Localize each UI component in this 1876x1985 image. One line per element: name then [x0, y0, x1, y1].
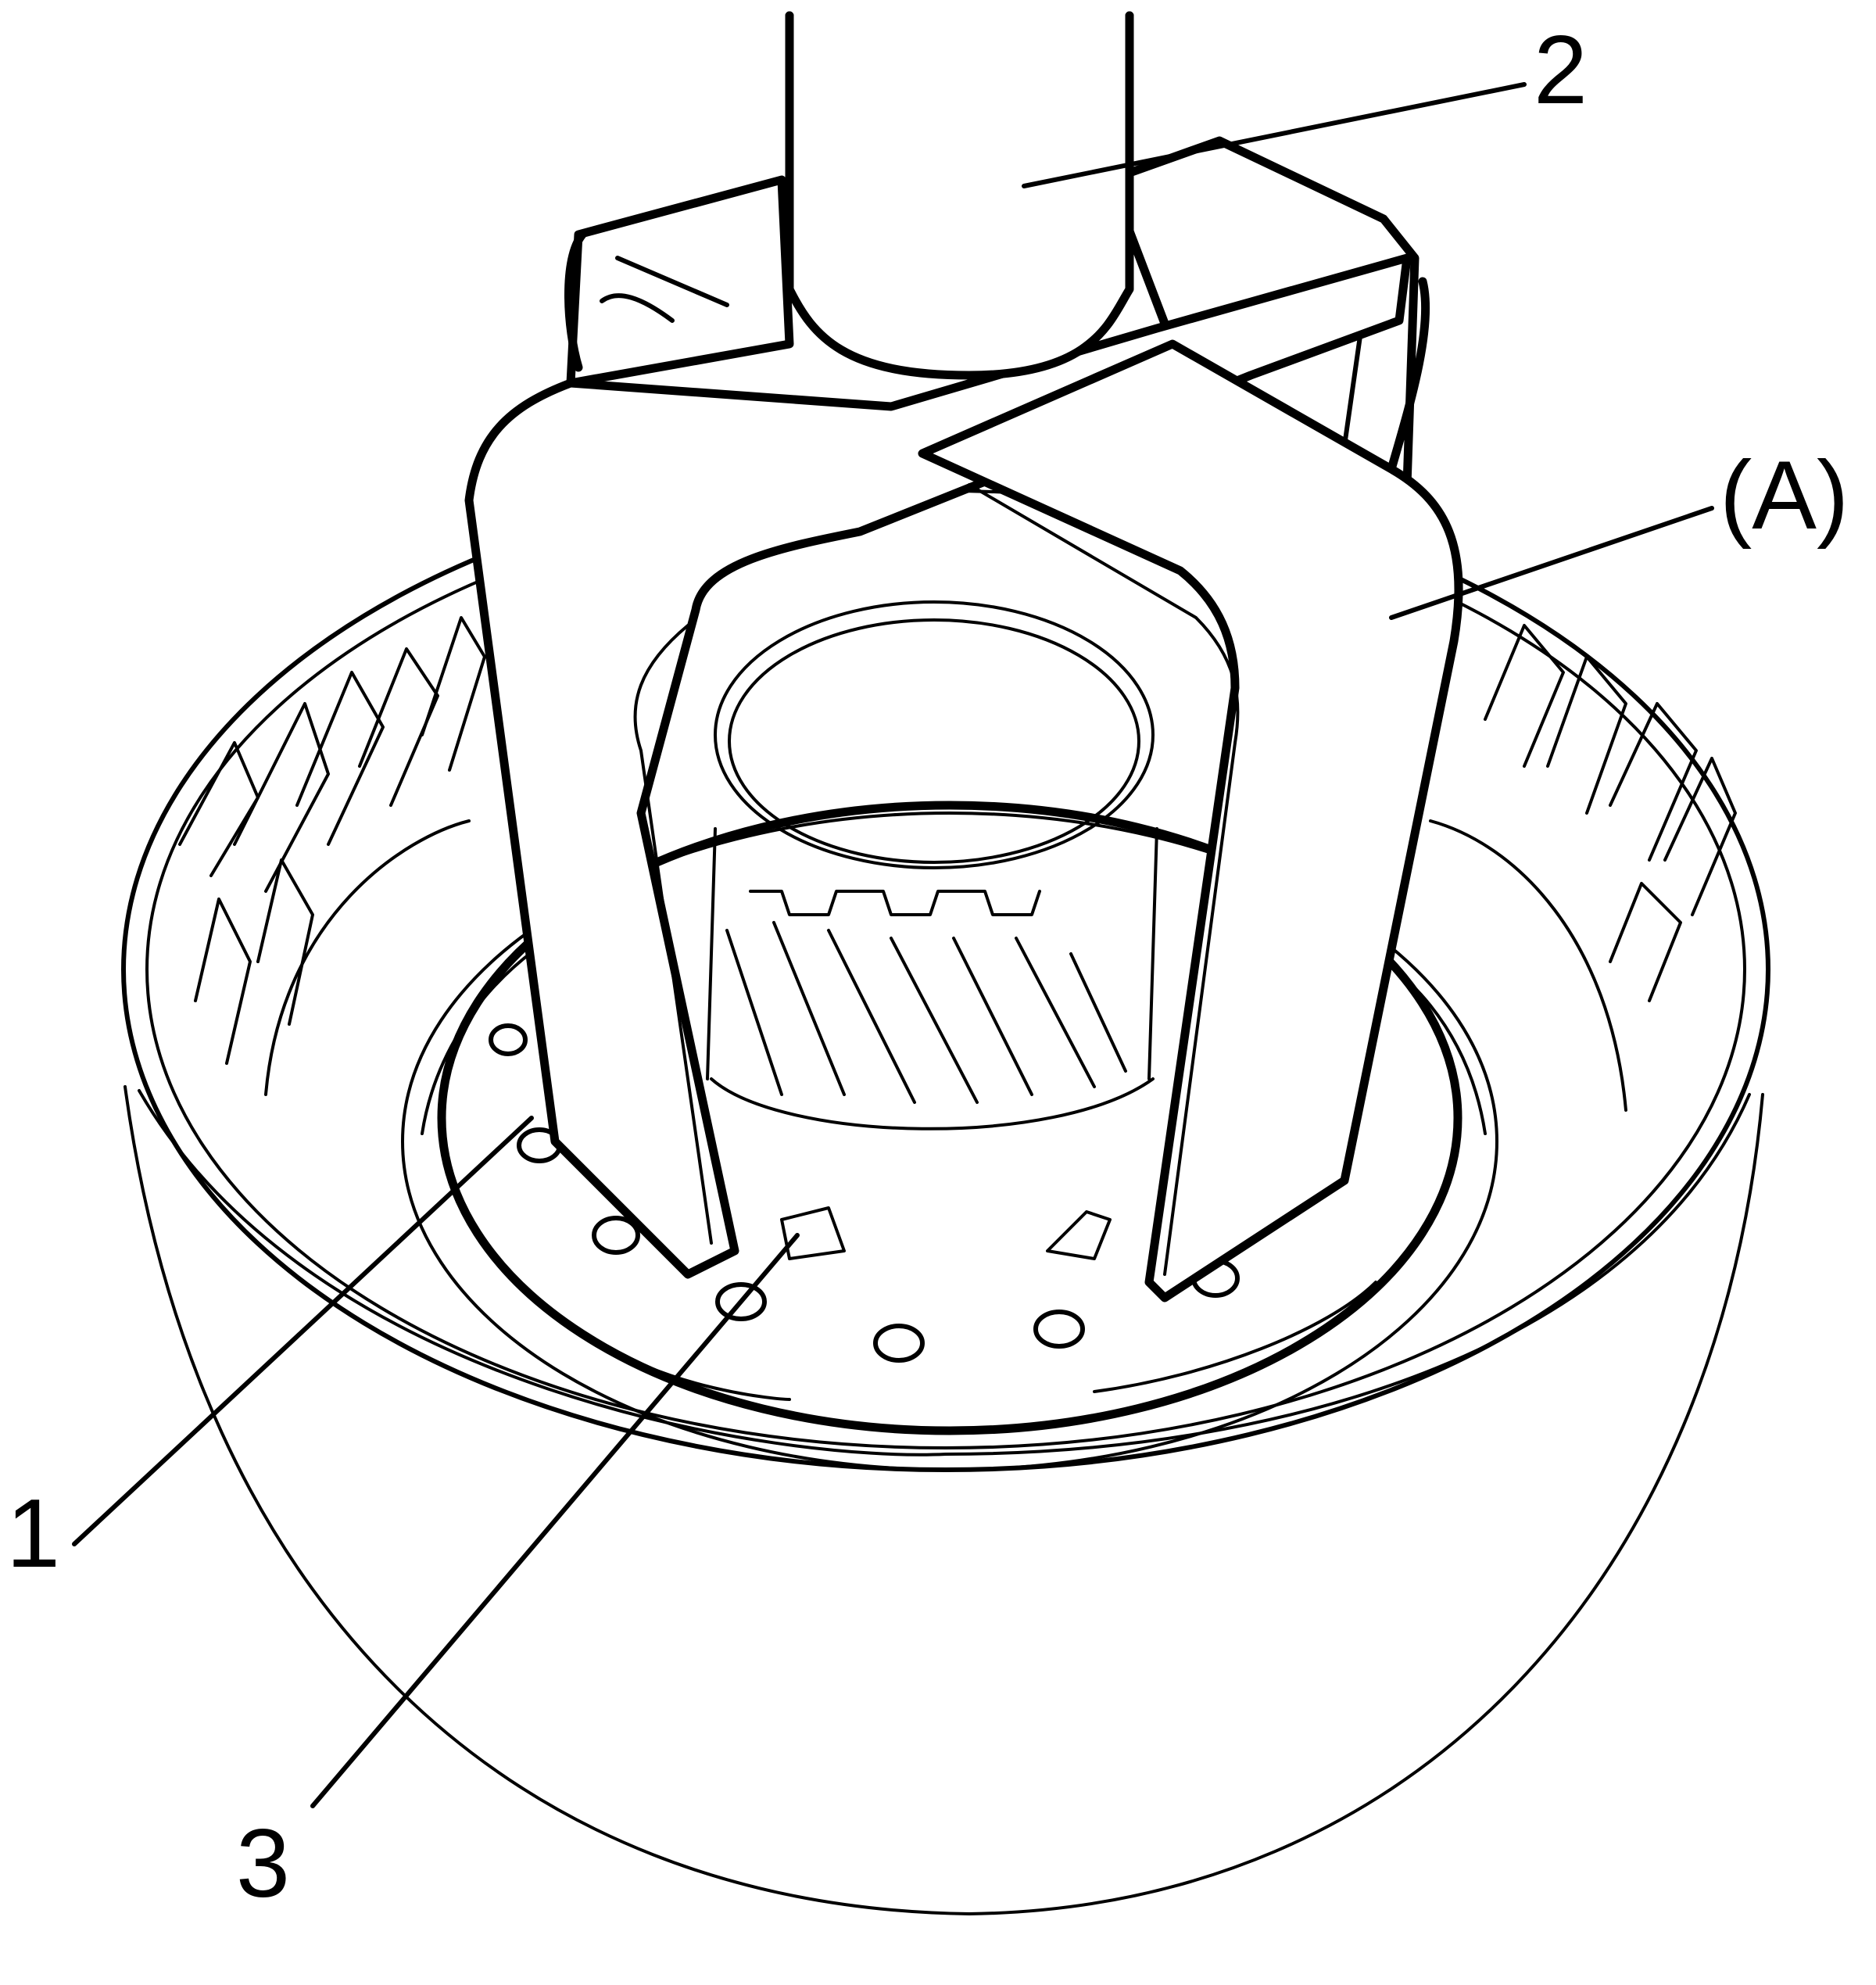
leader-lines: [72, 82, 1714, 1808]
callout-2: 2: [1534, 16, 1588, 124]
spring-retainer: [780, 1206, 1112, 1260]
clutch-piston: [401, 801, 1498, 1471]
callout-a: (A): [1720, 442, 1849, 550]
drum-splines: [178, 616, 1737, 1065]
press-ram: [785, 11, 1134, 380]
outer-drum: [121, 467, 1770, 1915]
callout-3: 3: [236, 1810, 290, 1918]
leader-line-2: [1022, 82, 1527, 188]
tool-a: [464, 136, 1463, 1302]
leader-line-1: [72, 1116, 534, 1546]
leader-line-a: [1389, 506, 1714, 620]
leader-line-3: [310, 1233, 800, 1808]
callout-1: 1: [6, 1480, 60, 1588]
splined-hub: [706, 600, 1158, 1130]
